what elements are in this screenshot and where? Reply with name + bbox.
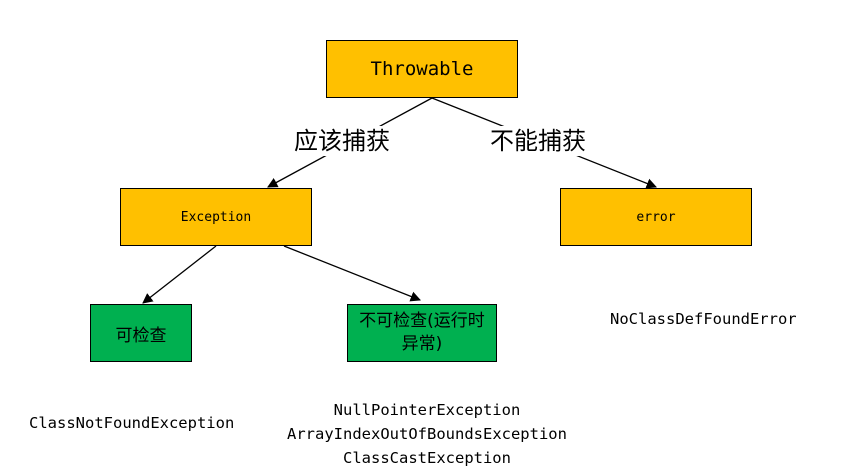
cannot-catch-label: 不能捕获 (490, 126, 586, 156)
error-example: NoClassDefFoundError (610, 310, 797, 328)
unchecked-examples: NullPointerException ArrayIndexOutOfBoun… (270, 398, 584, 470)
throwable-node: Throwable (326, 40, 518, 98)
unchecked-example-item: ArrayIndexOutOfBoundsException (287, 425, 567, 443)
unchecked-example-item: NullPointerException (333, 401, 521, 419)
checked-example: ClassNotFoundException (29, 414, 235, 432)
should-catch-label: 应该捕获 (294, 126, 390, 156)
unchecked-exception-node: 不可检查(运行时异常) (347, 304, 497, 362)
exception-node: Exception (120, 188, 312, 246)
error-node: error (560, 188, 752, 246)
edge-exception-to-unchecked (283, 245, 421, 302)
checked-exception-node: 可检查 (90, 304, 192, 362)
edge-exception-to-checked (142, 245, 217, 304)
unchecked-example-item: ClassCastException (343, 449, 511, 467)
